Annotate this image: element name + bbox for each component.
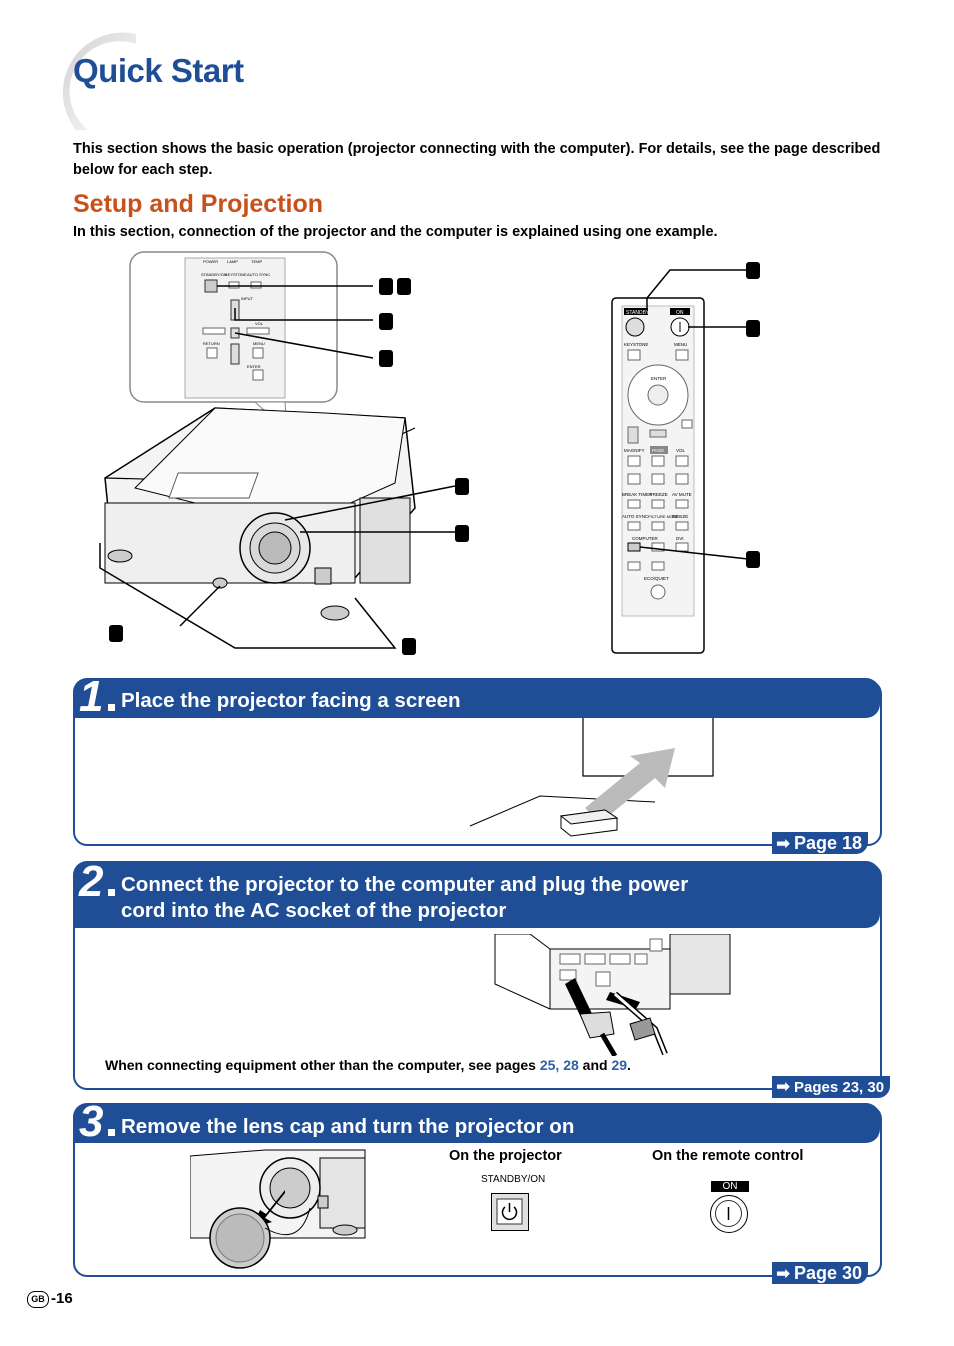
- remote-dvi-label: DVI: [676, 536, 684, 541]
- projector-rear-connection-illustration: [494, 934, 731, 1056]
- page-link-25[interactable]: 25: [539, 1057, 556, 1073]
- callout-badge: [397, 278, 411, 295]
- panel-keystone-label: KEYSTONE: [225, 272, 247, 277]
- projector-illustration: STANDBY/ON KEYSTONE AUTO SYNC POWER LAMP…: [99, 251, 456, 649]
- remote-freeze-label: FREEZE: [650, 492, 668, 497]
- on-remote-label: On the remote control: [652, 1148, 804, 1164]
- step-1-title: Place the projector facing a screen: [121, 689, 461, 712]
- remote-control-illustration: STANDBY ON KEYSTONE MENU ENTER MAGNIFY P…: [611, 269, 750, 654]
- note-and: and: [578, 1057, 612, 1073]
- panel-enter-label: ENTER: [247, 364, 261, 369]
- callout-badge: [109, 625, 123, 642]
- standby-on-button[interactable]: [491, 1193, 529, 1231]
- page-number: -16: [51, 1290, 73, 1307]
- remote-avmute-label: AV MUTE: [672, 492, 692, 497]
- panel-autosync-label: AUTO SYNC: [247, 272, 270, 277]
- step-1-header: 1 Place the projector facing a screen: [73, 672, 880, 721]
- panel-temp-label: TEMP: [251, 259, 262, 264]
- step-3-ref-text: Page 30: [794, 1263, 863, 1283]
- step-2-number: 2: [79, 857, 104, 906]
- projector-facing-screen-illustration: [469, 718, 714, 837]
- remote-keystone-label: KEYSTONE: [624, 342, 648, 347]
- note-separator: ,: [555, 1057, 564, 1073]
- page-footer: GB-16: [27, 1290, 73, 1308]
- step-number-dot: [108, 1129, 115, 1136]
- remote-autosync-label: AUTO SYNC: [622, 514, 649, 519]
- step-2-page-ref[interactable]: ➡Pages 23, 30: [772, 1076, 891, 1098]
- on-line-icon: [715, 1200, 742, 1227]
- lens-cap-removal-illustration: [190, 1149, 366, 1269]
- panel-standby-label: STANDBY/ON: [201, 272, 227, 277]
- remote-vol-label: VOL: [676, 448, 686, 453]
- page-link-29[interactable]: 29: [611, 1057, 628, 1073]
- on-projector-label: On the projector: [449, 1148, 562, 1164]
- note-end: .: [627, 1057, 631, 1073]
- callout-badge: [746, 262, 760, 279]
- remote-enter-label: ENTER: [651, 376, 667, 381]
- step-2-ref-text: Pages 23, 30: [794, 1079, 885, 1096]
- remote-page-label: PAGE: [652, 448, 664, 453]
- callout-badge: [379, 278, 393, 295]
- arrow-right-icon: ➡: [776, 1077, 791, 1096]
- step-2-header: 2 Connect the projector to the computer …: [73, 857, 880, 928]
- callout-badge: [455, 478, 469, 495]
- section-heading: Setup and Projection: [73, 190, 324, 218]
- intro-text: This section shows the basic operation (…: [73, 141, 881, 178]
- remote-computer-label: COMPUTER: [632, 536, 659, 541]
- panel-input-label: INPUT: [241, 296, 254, 301]
- standby-on-label: STANDBY/ON: [481, 1174, 546, 1185]
- step-3-header: 3 Remove the lens cap and turn the proje…: [73, 1097, 880, 1146]
- section-subheading: In this section, connection of the proje…: [73, 224, 718, 240]
- step-1-number: 1: [79, 672, 104, 721]
- page-link-28[interactable]: 28: [563, 1057, 579, 1073]
- callout-badge: [402, 638, 416, 655]
- step-number-dot: [108, 889, 115, 896]
- step-2-title-line1: Connect the projector to the computer an…: [121, 873, 689, 896]
- remote-standby-label: STANDBY: [626, 310, 650, 316]
- panel-menu-label: MENU: [253, 341, 265, 346]
- callout-badge: [379, 350, 393, 367]
- step-3-page-ref[interactable]: ➡Page 30: [772, 1262, 869, 1284]
- callout-badge: [379, 313, 393, 330]
- remote-on-button[interactable]: [710, 1195, 748, 1233]
- remote-on-label: ON: [676, 310, 684, 316]
- panel-lamp-label: LAMP: [227, 259, 238, 264]
- title-arc-decoration: [62, 32, 136, 130]
- callout-badge: [746, 320, 760, 337]
- remote-picturemode-label: PICTURE MODE: [648, 514, 679, 519]
- remote-magnify-label: MAGNIFY: [624, 448, 645, 453]
- step-1-page-ref[interactable]: ➡Page 18: [772, 832, 869, 854]
- callout-badge: [455, 525, 469, 542]
- note-text: When connecting equipment other than the…: [105, 1057, 540, 1073]
- power-icon: [496, 1198, 523, 1225]
- callout-badge: [746, 551, 760, 568]
- step-1-ref-text: Page 18: [794, 833, 863, 853]
- remote-breaktimer-label: BREAK TIMER: [622, 492, 653, 497]
- panel-return-label: RETURN: [203, 341, 220, 346]
- arrow-right-icon: ➡: [776, 1264, 791, 1283]
- on-badge: ON: [711, 1181, 749, 1192]
- panel-vol-label: VOL: [255, 321, 264, 326]
- remote-eco-label: ECO/QUIET: [644, 576, 669, 581]
- panel-power-label: POWER: [203, 259, 218, 264]
- step-2-title-line2: cord into the AC socket of the projector: [121, 899, 507, 922]
- step-3-number: 3: [79, 1097, 104, 1146]
- remote-menu-label: MENU: [674, 342, 687, 347]
- step-number-dot: [108, 704, 115, 711]
- panel-standby-button: [204, 279, 218, 293]
- region-badge: GB: [27, 1290, 49, 1308]
- step-2-note: When connecting equipment other than the…: [105, 1057, 631, 1073]
- step-3-title: Remove the lens cap and turn the project…: [121, 1115, 575, 1138]
- arrow-right-icon: ➡: [776, 834, 791, 853]
- page-title: Quick Start: [73, 52, 244, 89]
- remote-resize-label: RESIZE: [672, 514, 688, 519]
